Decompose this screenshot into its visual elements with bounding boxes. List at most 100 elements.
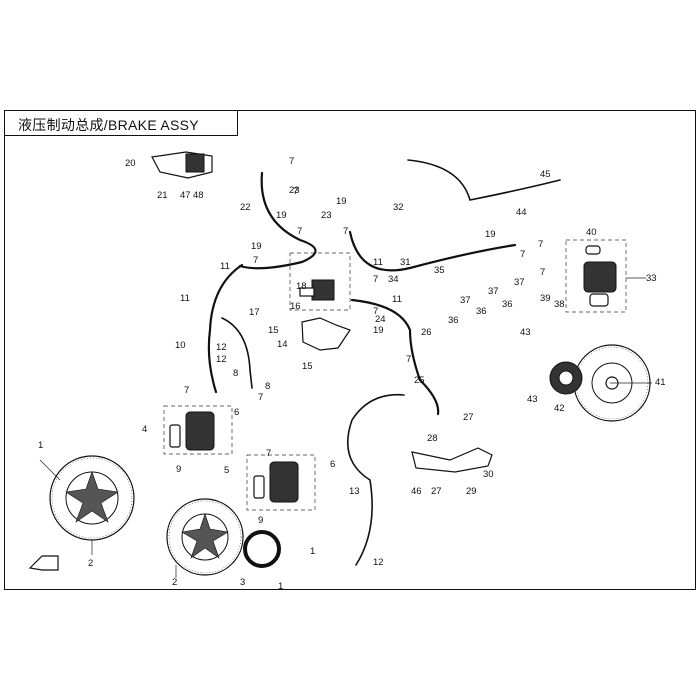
brake-hose-10 [207, 263, 244, 394]
callout-7: 7 [258, 392, 264, 403]
callout-16: 16 [290, 301, 301, 312]
callout-11: 11 [392, 294, 402, 305]
callout-7: 7 [373, 306, 379, 317]
callout-18: 18 [296, 281, 307, 292]
callout-36: 36 [448, 315, 459, 326]
callout-8: 8 [265, 381, 271, 392]
callout-12: 12 [373, 557, 384, 568]
callout-19: 19 [276, 210, 287, 221]
callout-43: 43 [520, 327, 531, 338]
callout-37: 37 [514, 277, 525, 288]
front-right-caliper [253, 461, 299, 503]
callout-43: 43 [527, 394, 538, 405]
callout-11: 11 [373, 257, 383, 268]
callout-45: 45 [540, 169, 551, 180]
callout-36: 36 [502, 299, 513, 310]
abs-tone-ring [243, 530, 281, 568]
callout-30: 30 [483, 469, 494, 480]
callout-1: 1 [278, 581, 284, 592]
callout-24: 24 [375, 314, 386, 325]
rear-caliper-box [565, 239, 627, 313]
callout-14: 14 [277, 339, 288, 350]
front-left-caliper-box [163, 405, 233, 455]
callout-7: 7 [297, 226, 303, 237]
callout-7: 7 [520, 249, 526, 260]
rear-caliper [583, 245, 617, 307]
callout-34: 34 [388, 274, 399, 285]
callout-11: 11 [220, 261, 230, 272]
callout-37: 37 [460, 295, 471, 306]
callout-25: 25 [414, 375, 425, 386]
callout-37: 37 [488, 286, 499, 297]
callout-48: 48 [193, 190, 204, 201]
callout-13: 13 [349, 486, 360, 497]
callout-3: 3 [240, 577, 246, 588]
callout-4: 4 [142, 424, 148, 435]
callout-21: 21 [157, 190, 168, 201]
callout-38: 38 [554, 299, 565, 310]
callout-7: 7 [266, 448, 272, 459]
callout-23: 23 [321, 210, 332, 221]
callout-15: 15 [268, 325, 279, 336]
callout-19: 19 [485, 229, 496, 240]
callout-20: 20 [125, 158, 136, 169]
callout-32: 32 [393, 202, 404, 213]
callout-23: 23 [289, 185, 300, 196]
callout-40: 40 [586, 227, 597, 238]
callout-22: 22 [240, 202, 251, 213]
callout-7: 7 [293, 186, 299, 197]
abs-bracket [301, 317, 351, 351]
front-left-brake-disc [49, 455, 135, 541]
callout-7: 7 [373, 274, 379, 285]
callout-39: 39 [540, 293, 551, 304]
callout-44: 44 [516, 207, 527, 218]
callout-12: 12 [216, 342, 227, 353]
callout-1: 1 [38, 440, 44, 451]
callout-36: 36 [476, 306, 487, 317]
callout-12: 12 [216, 354, 227, 365]
callout-11: 11 [180, 293, 190, 304]
callout-8: 8 [233, 368, 239, 379]
abs-sensor-cable-44 [407, 159, 561, 201]
rear-disc-carrier [549, 361, 583, 395]
callout-2: 2 [88, 558, 94, 569]
title-box [4, 110, 238, 136]
callout-29: 29 [466, 486, 477, 497]
callout-19: 19 [373, 325, 384, 336]
abs-module [299, 279, 335, 301]
front-left-caliper [169, 411, 215, 451]
callout-7: 7 [184, 385, 190, 396]
callout-27: 27 [463, 412, 474, 423]
callout-31: 31 [400, 257, 411, 268]
callout-2: 2 [172, 577, 178, 588]
front-master-cylinder [151, 151, 213, 179]
callout-5: 5 [224, 465, 230, 476]
callout-6: 6 [234, 407, 240, 418]
brake-hose-24 [350, 298, 440, 416]
rear-brake-pedal [411, 447, 493, 473]
front-right-brake-disc [166, 498, 244, 576]
brake-hose-35 [348, 230, 517, 272]
callout-10: 10 [175, 340, 186, 351]
front-right-caliper-box [246, 454, 316, 511]
callout-7: 7 [343, 226, 349, 237]
callout-9: 9 [176, 464, 182, 475]
callout-17: 17 [249, 307, 260, 318]
callout-19: 19 [336, 196, 347, 207]
callout-6: 6 [330, 459, 336, 470]
callout-7: 7 [289, 156, 295, 167]
callout-46: 46 [411, 486, 422, 497]
callout-41: 41 [655, 377, 666, 388]
page-title: 液压制动总成/BRAKE ASSY [18, 117, 199, 133]
callout-28: 28 [427, 433, 438, 444]
callout-9: 9 [258, 515, 264, 526]
callout-7: 7 [540, 267, 546, 278]
callout-27: 27 [431, 486, 442, 497]
callout-7: 7 [253, 255, 259, 266]
callout-1: 1 [310, 546, 316, 557]
callout-15: 15 [302, 361, 313, 372]
abs-sensor-cable-13 [346, 393, 405, 566]
callout-35: 35 [434, 265, 445, 276]
callout-26: 26 [421, 327, 432, 338]
callout-33: 33 [646, 273, 657, 284]
